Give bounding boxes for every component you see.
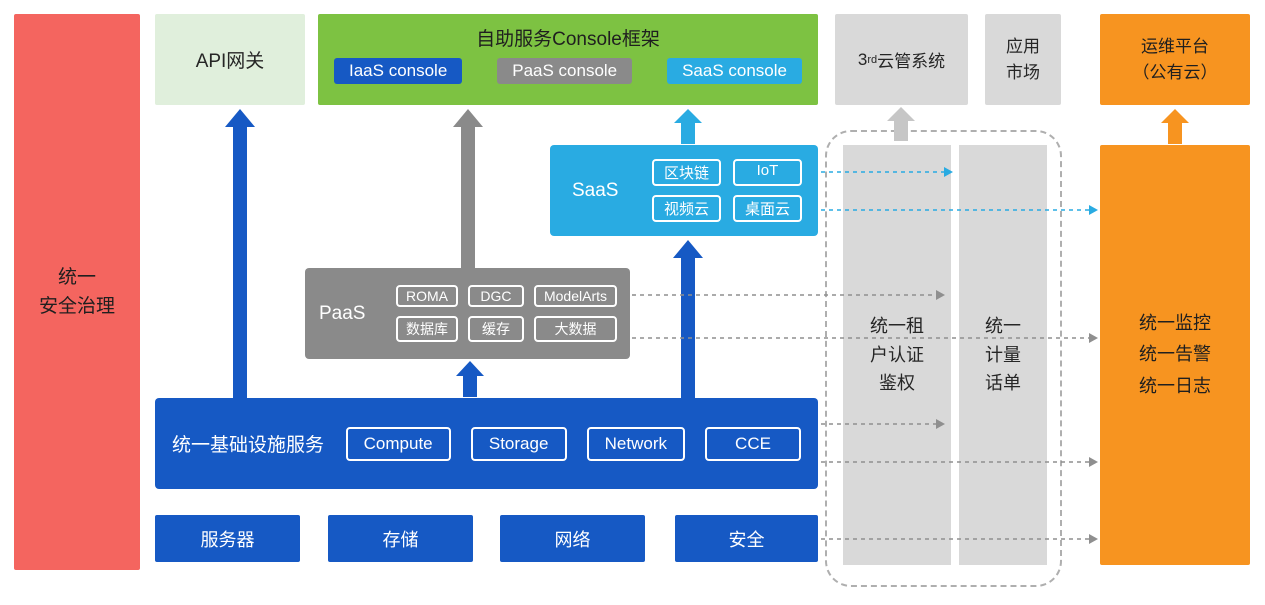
- iaas-console-chip: IaaS console: [334, 58, 463, 84]
- arrow-saas-to-console-icon: [674, 109, 702, 144]
- paas-layer-label: PaaS: [319, 302, 366, 324]
- infra-item-compute: Compute: [345, 426, 451, 461]
- paas-layer-box: PaaS ROMA DGC ModelArts 数据库 缓存 大数据: [305, 268, 630, 359]
- saas-layer-box: SaaS 区块链 IoT 视频云 桌面云: [550, 145, 818, 236]
- security-governance-bar: 统一 安全治理: [14, 14, 140, 570]
- saas-console-chip: SaaS console: [667, 58, 802, 84]
- api-gateway-box: API网关: [155, 14, 305, 105]
- infrastructure-items-row: Compute Storage Network CCE: [345, 426, 801, 461]
- paas-console-chip: PaaS console: [497, 58, 633, 84]
- arrow-paas-to-console-icon: [453, 109, 483, 268]
- resource-storage-box: 存储: [328, 515, 473, 562]
- paas-item-bigdata: 大数据: [533, 316, 617, 342]
- arrow-infra-to-paas-icon: [456, 361, 484, 397]
- saas-item-desktop-cloud: 桌面云: [732, 195, 802, 222]
- resource-security-box: 安全: [675, 515, 818, 562]
- arrow-infra-to-saas-icon: [673, 240, 703, 398]
- infrastructure-layer-box: 统一基础设施服务 Compute Storage Network CCE: [155, 398, 818, 489]
- saas-layer-label: SaaS: [572, 179, 619, 201]
- om-platform-box: 运维平台 （公有云）: [1100, 14, 1250, 105]
- paas-items-grid: ROMA DGC ModelArts 数据库 缓存 大数据: [395, 285, 617, 342]
- infra-item-cce: CCE: [705, 426, 801, 461]
- monitoring-alarm-log-box: 统一监控 统一告警 统一日志: [1100, 145, 1250, 565]
- saas-item-video-cloud: 视频云: [651, 195, 721, 222]
- tenant-auth-bar: 统一租 户认证 鉴权: [843, 145, 951, 565]
- app-market-box: 应用 市场: [985, 14, 1061, 105]
- paas-item-cache: 缓存: [467, 316, 524, 342]
- infrastructure-layer-label: 统一基础设施服务: [172, 435, 325, 456]
- arrow-monitoring-to-om-platform-icon: [1161, 109, 1189, 144]
- paas-item-database: 数据库: [395, 316, 458, 342]
- third-party-label-prefix: 3: [857, 49, 868, 69]
- console-frame-box: 自助服务Console框架 IaaS console PaaS console …: [318, 14, 818, 105]
- paas-item-modelarts: ModelArts: [533, 285, 617, 307]
- console-row: IaaS console PaaS console SaaS console: [318, 58, 818, 84]
- resource-network-box: 网络: [500, 515, 645, 562]
- arrow-infra-to-api-gateway-icon: [225, 109, 255, 398]
- third-party-label-superscript: rd: [867, 53, 878, 66]
- paas-item-roma: ROMA: [395, 285, 458, 307]
- saas-item-iot: IoT: [732, 159, 802, 186]
- saas-item-blockchain: 区块链: [651, 159, 721, 186]
- infra-item-storage: Storage: [470, 426, 567, 461]
- console-frame-title: 自助服务Console框架: [476, 29, 660, 50]
- metering-billing-bar: 统一 计量 话单: [959, 145, 1047, 565]
- paas-item-dgc: DGC: [467, 285, 524, 307]
- third-party-label-suffix: 云管系统: [877, 52, 946, 71]
- shared-services-dashed-container: [825, 130, 1062, 587]
- saas-items-grid: 区块链 IoT 视频云 桌面云: [651, 159, 802, 222]
- resource-server-box: 服务器: [155, 515, 300, 562]
- infra-item-network: Network: [586, 426, 685, 461]
